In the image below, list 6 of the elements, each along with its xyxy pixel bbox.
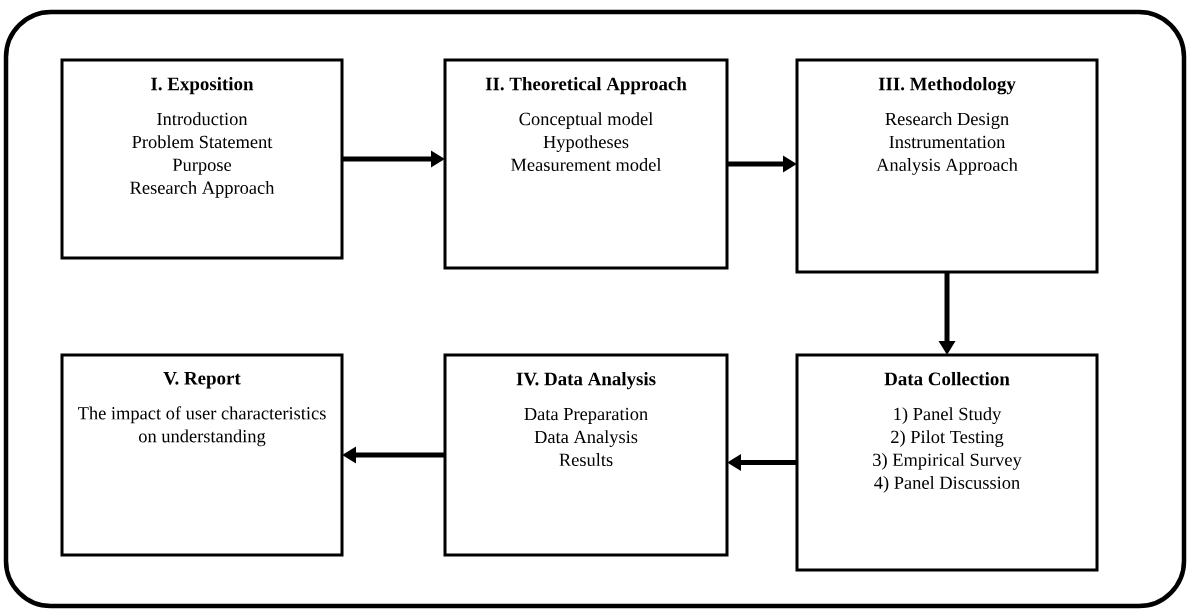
process-box: Data Collection 1) Panel Study 2) Pilot Testing 3) Empirical Survey 4) Panel Discussion <box>795 353 1099 572</box>
process-box: IV. Data Analysis Data Preparation Data Analysis Results <box>443 353 729 557</box>
process-box: V. Report The impact of user characteristics on understanding <box>60 353 344 557</box>
process-box: III. Methodology Research Design Instrumentation Analysis Approach <box>795 58 1099 274</box>
process-box: II. Theoretical Approach Conceptual model Hypotheses Measurement model <box>443 58 729 270</box>
process-box: I. Exposition Introduction Problem Statement Purpose Research Approach <box>60 58 344 260</box>
